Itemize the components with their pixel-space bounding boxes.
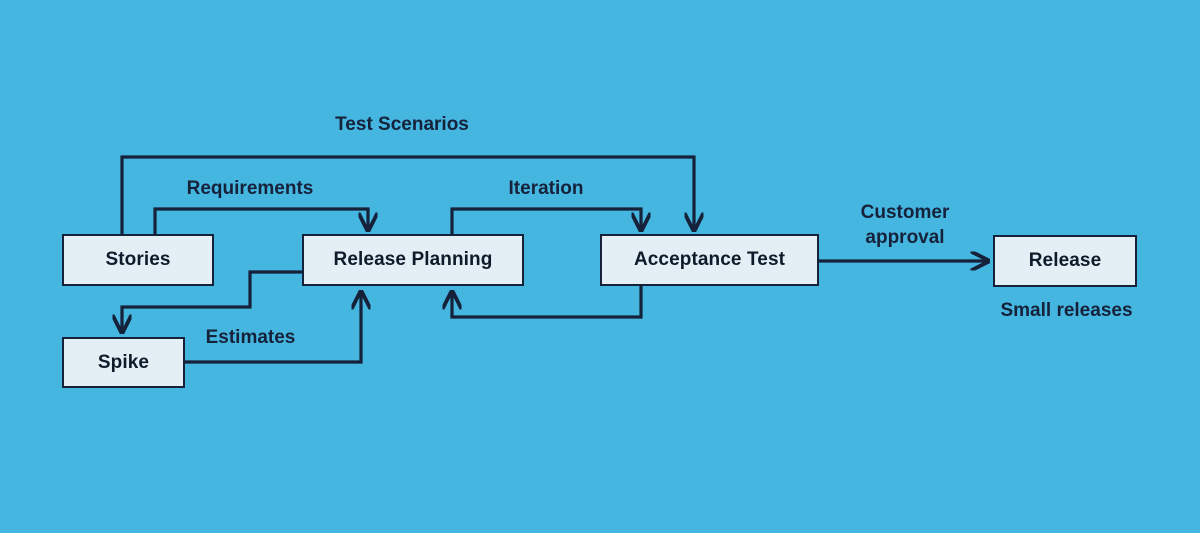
edge-label-iteration: Iteration (508, 178, 584, 199)
node-stories[interactable]: Stories (62, 234, 214, 286)
edge-label-estimates: Estimates (205, 327, 296, 348)
edge-release-planning-to-acceptance-test (450, 207, 641, 240)
edge-release-planning-to-spike (122, 270, 302, 332)
node-release-planning[interactable]: Release Planning (302, 234, 524, 286)
node-release-planning-label: Release Planning (333, 249, 493, 270)
node-spike[interactable]: Spike (62, 337, 185, 388)
node-release[interactable]: Release (993, 235, 1137, 287)
node-release-label: Release (1028, 250, 1102, 271)
edge-label-customer-approval: Customer approval (860, 202, 950, 248)
edge-acceptance-test-to-release-planning (452, 286, 643, 319)
node-acceptance-test[interactable]: Acceptance Test (600, 234, 819, 286)
edge-label-requirements: Requirements (186, 178, 314, 199)
caption-small-releases: Small releases (1000, 300, 1133, 321)
node-acceptance-test-label: Acceptance Test (633, 249, 786, 270)
edge-label-test-scenarios: Test Scenarios (335, 114, 469, 135)
node-spike-label: Spike (97, 351, 150, 373)
edge-stories-to-release-planning (153, 207, 368, 240)
edge-stories-to-acceptance-test (120, 155, 694, 240)
node-stories-label: Stories (105, 249, 171, 270)
edge-spike-to-release-planning (185, 292, 361, 364)
